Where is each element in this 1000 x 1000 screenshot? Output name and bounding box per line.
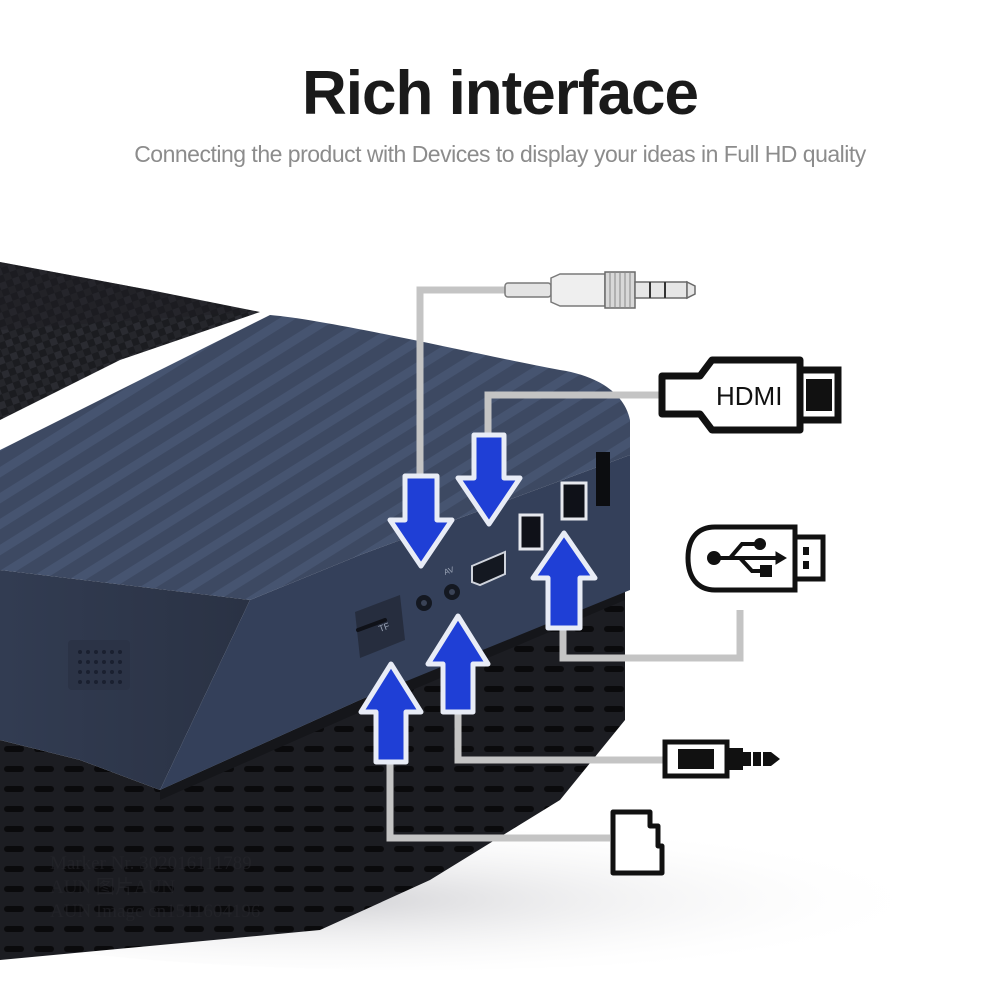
- watermark: Marker Nr. 302016111789 AUN 图片AUN AUN Im…: [50, 852, 260, 924]
- watermark-line-2: AUN 图片AUN: [50, 877, 176, 898]
- usb-port-1: [518, 513, 544, 551]
- connection-arrows: [358, 432, 598, 765]
- arrow-down-audio: [387, 473, 455, 569]
- hdmi-plug-icon: HDMI: [658, 356, 842, 434]
- page-subtitle: Connecting the product with Devices to d…: [134, 141, 866, 167]
- av-port-label: AV: [443, 565, 456, 577]
- hdmi-label: HDMI: [716, 381, 782, 411]
- tf-port-label: TF: [377, 621, 391, 634]
- usb-port-2: [560, 481, 588, 521]
- page-title: Rich interface: [301, 59, 699, 128]
- arrow-up-av: [425, 613, 491, 715]
- watermark-line-1: Marker Nr. 302016111789: [50, 853, 252, 874]
- hdmi-port: [471, 550, 506, 587]
- tf-card-icon: [610, 809, 665, 876]
- arrow-up-tf: [358, 661, 424, 765]
- arrow-down-hdmi: [455, 432, 523, 527]
- audio-jack-icon: [504, 271, 696, 309]
- projector-top-cover: [0, 315, 630, 600]
- projector-device: TF AV: [0, 262, 630, 960]
- arrow-up-usb: [530, 530, 598, 631]
- watermark-line-3: AUN Image cn1511604196: [50, 901, 261, 922]
- av-jack-icon: [662, 739, 780, 779]
- usb-plug-icon: [685, 524, 826, 593]
